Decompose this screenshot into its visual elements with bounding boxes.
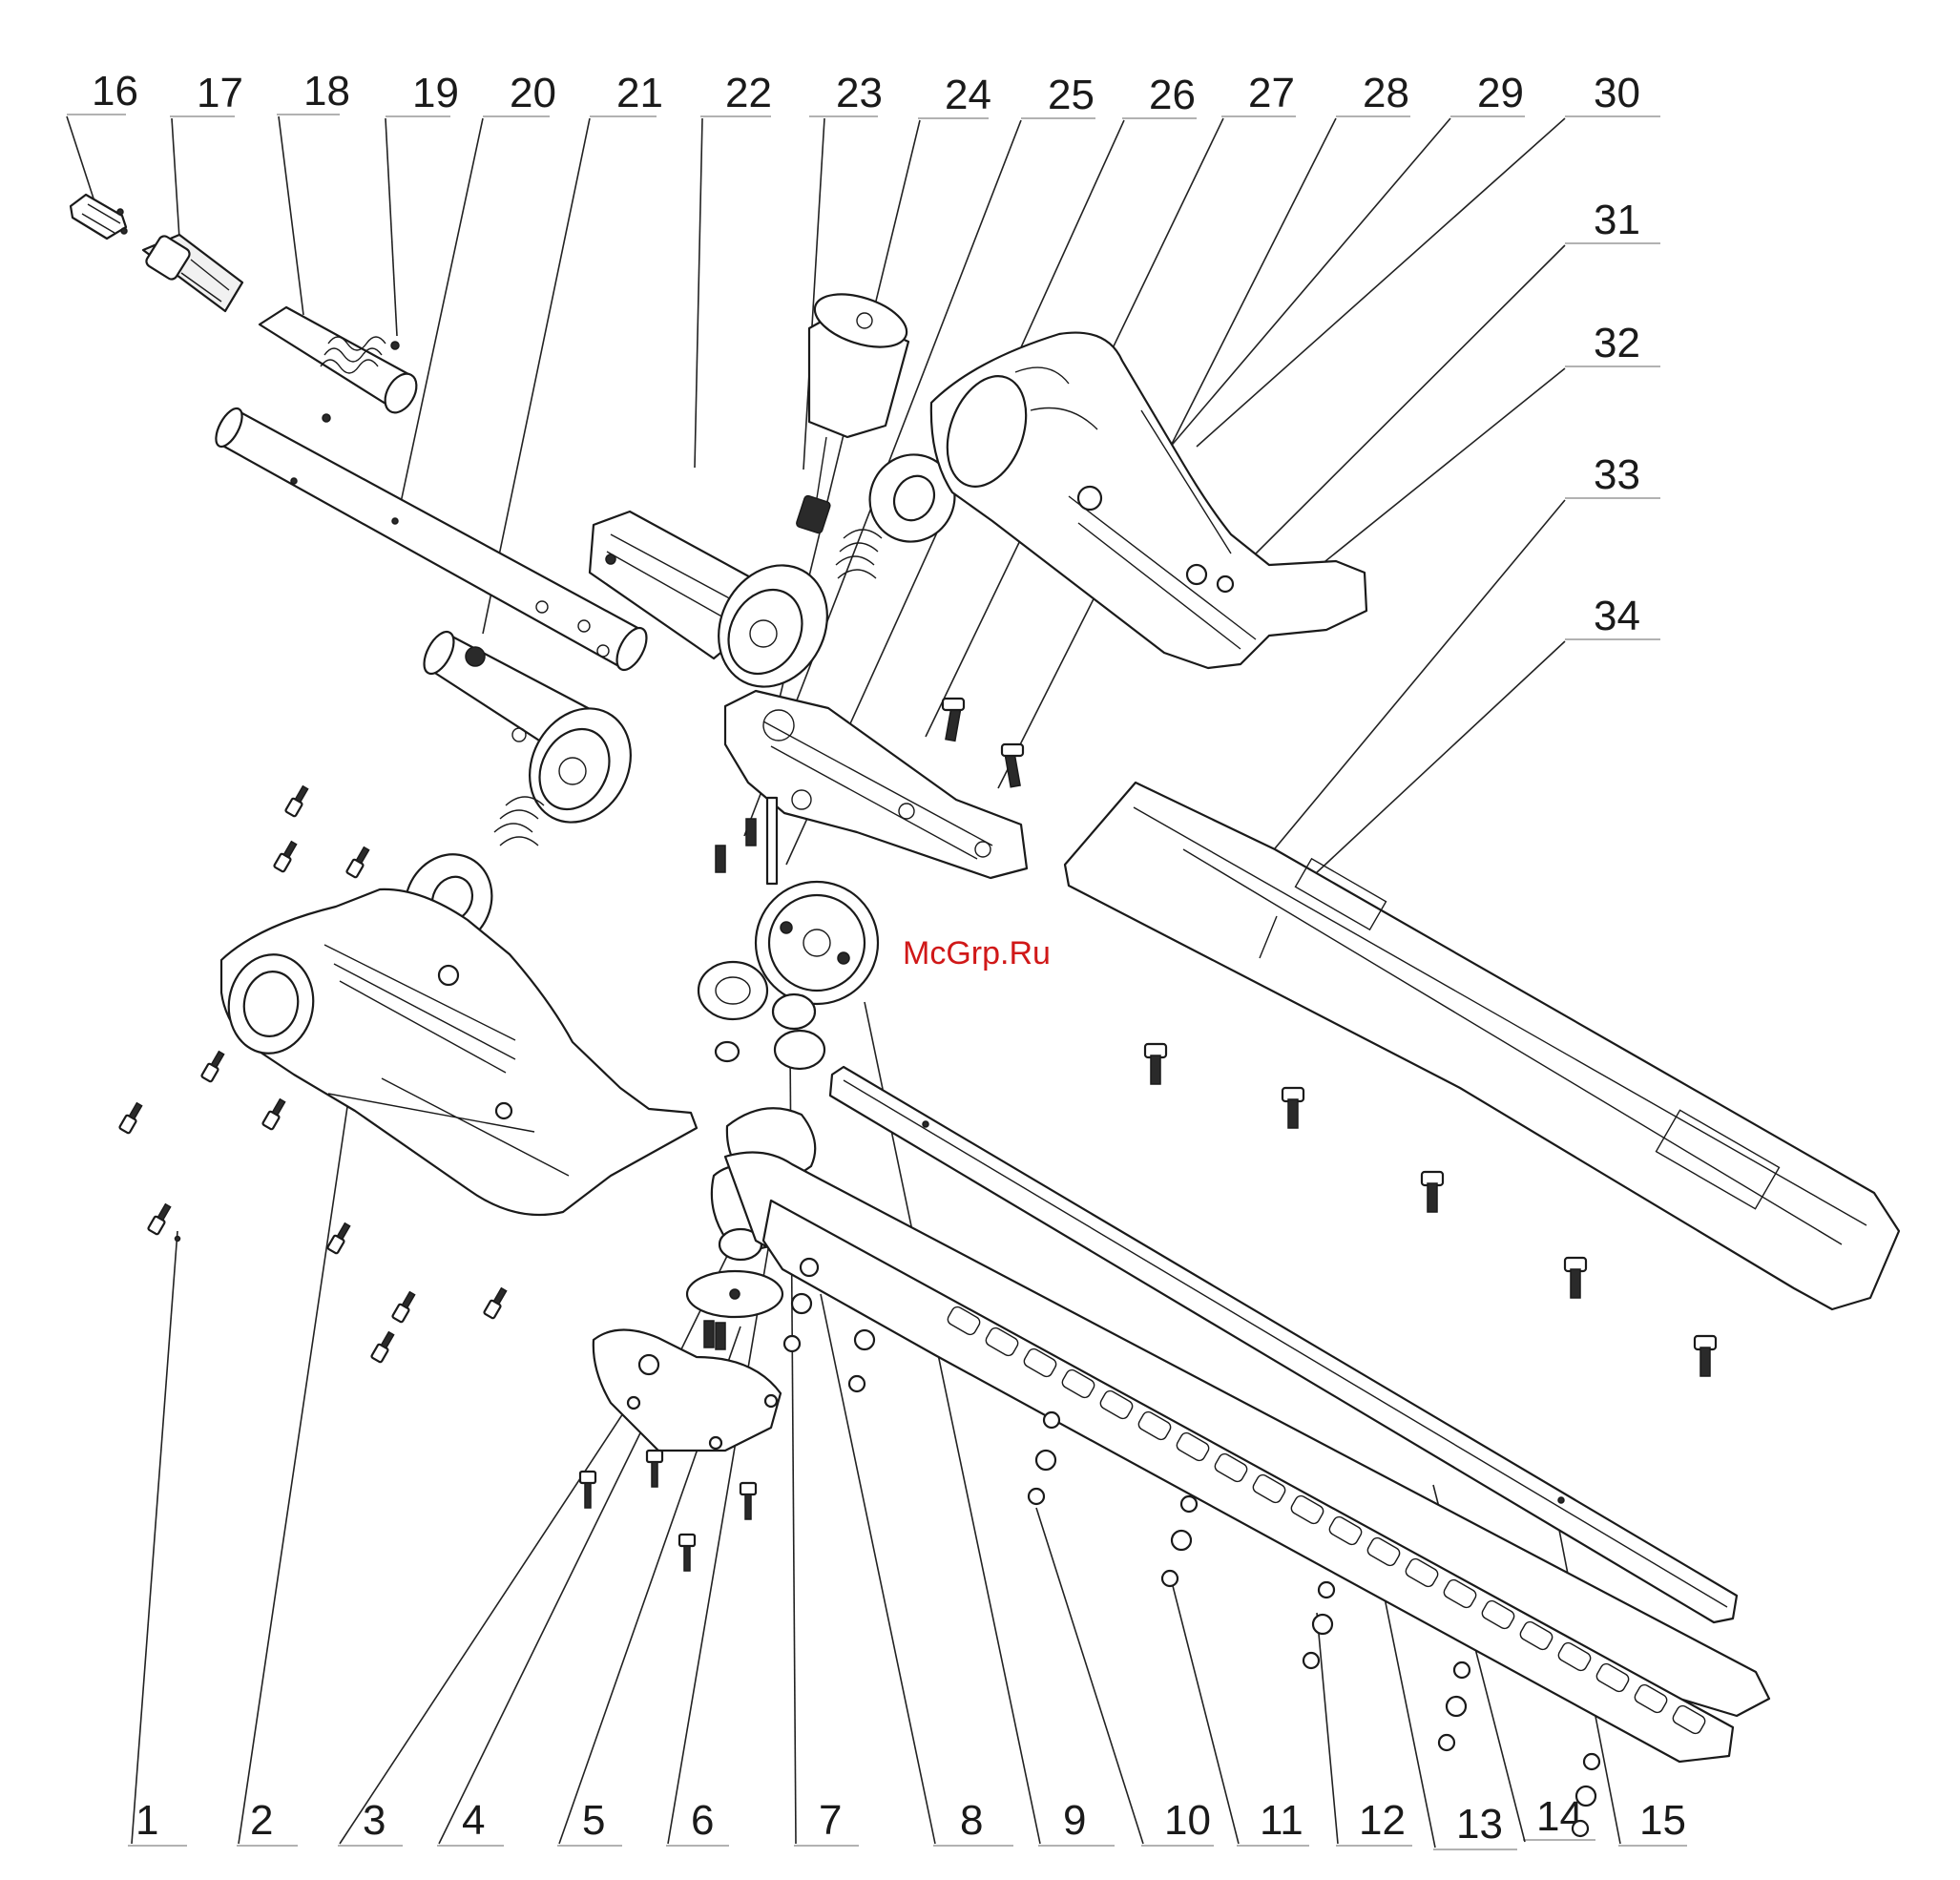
callout-9: 9	[1063, 1797, 1086, 1844]
callout-4: 4	[462, 1797, 485, 1844]
part-12-lower-blade	[763, 1201, 1733, 1762]
callout-30: 30	[1594, 70, 1640, 116]
callout-17: 17	[197, 70, 243, 116]
part-13-upper-blade	[725, 1153, 1769, 1717]
callout-18: 18	[303, 68, 350, 115]
callout-8: 8	[960, 1797, 983, 1844]
part-22-handle-body	[590, 512, 848, 706]
callout-13: 13	[1456, 1801, 1503, 1848]
callout-23: 23	[836, 70, 883, 116]
callout-10: 10	[1164, 1797, 1211, 1844]
callout-15: 15	[1639, 1797, 1686, 1844]
part-9-large-gear	[756, 882, 878, 1004]
part-17-connector	[143, 234, 242, 311]
callout-26: 26	[1149, 72, 1196, 118]
callout-16: 16	[92, 68, 138, 115]
callout-29: 29	[1477, 70, 1524, 116]
part-30-housing-half-upper	[931, 333, 1366, 668]
callout-33: 33	[1594, 451, 1640, 498]
callout-12: 12	[1359, 1797, 1406, 1844]
part-2-handle-half-lower	[221, 797, 697, 1215]
callout-28: 28	[1363, 70, 1409, 116]
callout-1: 1	[136, 1797, 158, 1844]
callout-5: 5	[582, 1797, 605, 1844]
part-7-small-gear	[699, 962, 767, 1061]
callout-6: 6	[691, 1797, 714, 1844]
callout-31: 31	[1594, 197, 1640, 243]
part-20-tube	[211, 405, 653, 675]
callout-22: 22	[725, 70, 772, 116]
callout-20: 20	[510, 70, 556, 116]
part-34-blade-guard	[1065, 783, 1899, 1309]
callout-27: 27	[1248, 70, 1295, 116]
callout-19: 19	[412, 70, 459, 116]
part-6-cam-disc	[773, 994, 824, 1069]
callout-34: 34	[1594, 593, 1640, 639]
callout-2: 2	[250, 1797, 273, 1844]
callout-32: 32	[1594, 320, 1640, 366]
callout-7: 7	[819, 1797, 842, 1844]
callout-25: 25	[1048, 72, 1095, 118]
callout-21: 21	[616, 70, 663, 116]
part-16-plug	[71, 195, 127, 239]
callout-11: 11	[1260, 1797, 1303, 1844]
watermark-text: McGrp.Ru	[903, 935, 1051, 971]
part-25-gearbox	[716, 691, 1027, 884]
callout-24: 24	[945, 72, 991, 118]
part-18-sleeve	[260, 307, 423, 422]
